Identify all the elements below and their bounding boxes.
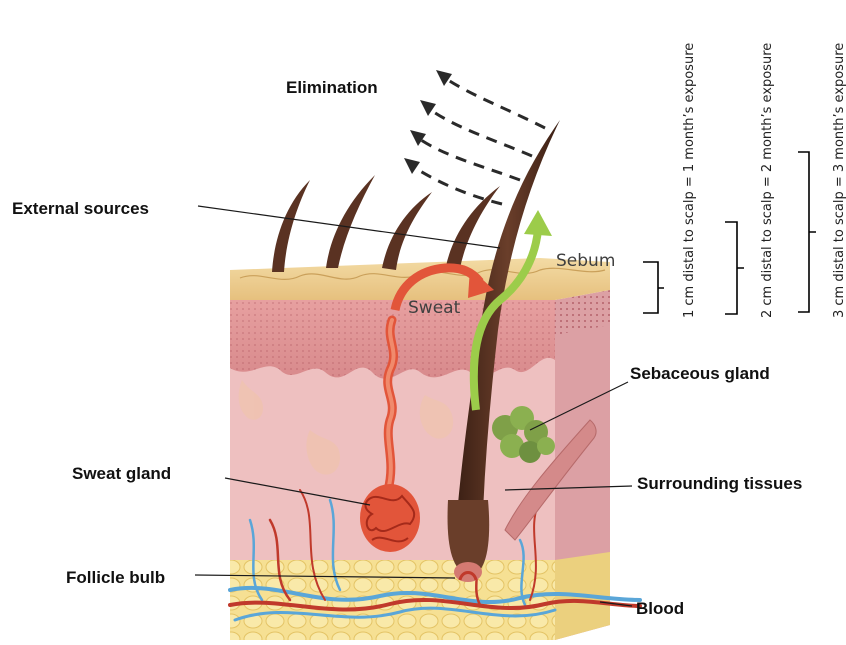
elimination-label: Elimination [286, 78, 378, 97]
distance-brackets [643, 152, 816, 314]
surrounding-tissues-label: Surrounding tissues [637, 474, 802, 493]
segment-3cm-label: 3 cm distal to scalp = 3 month’s exposur… [832, 43, 846, 318]
sebaceous-gland-label: Sebaceous gland [630, 364, 770, 383]
blood-label: Blood [636, 599, 684, 618]
segment-2cm-label: 2 cm distal to scalp = 2 month’s exposur… [760, 43, 775, 318]
follicle-bulb-label: Follicle bulb [66, 568, 165, 587]
surface-hairs [272, 175, 500, 272]
elimination-arrowheads [404, 70, 452, 174]
external-sources-label: External sources [12, 199, 149, 218]
segment-1cm-label: 1 cm distal to scalp = 1 month’s exposur… [682, 43, 697, 318]
sweat-label: Sweat [408, 298, 461, 318]
sebum-label: Sebum [556, 251, 615, 271]
sweat-gland-label: Sweat gland [72, 464, 171, 483]
